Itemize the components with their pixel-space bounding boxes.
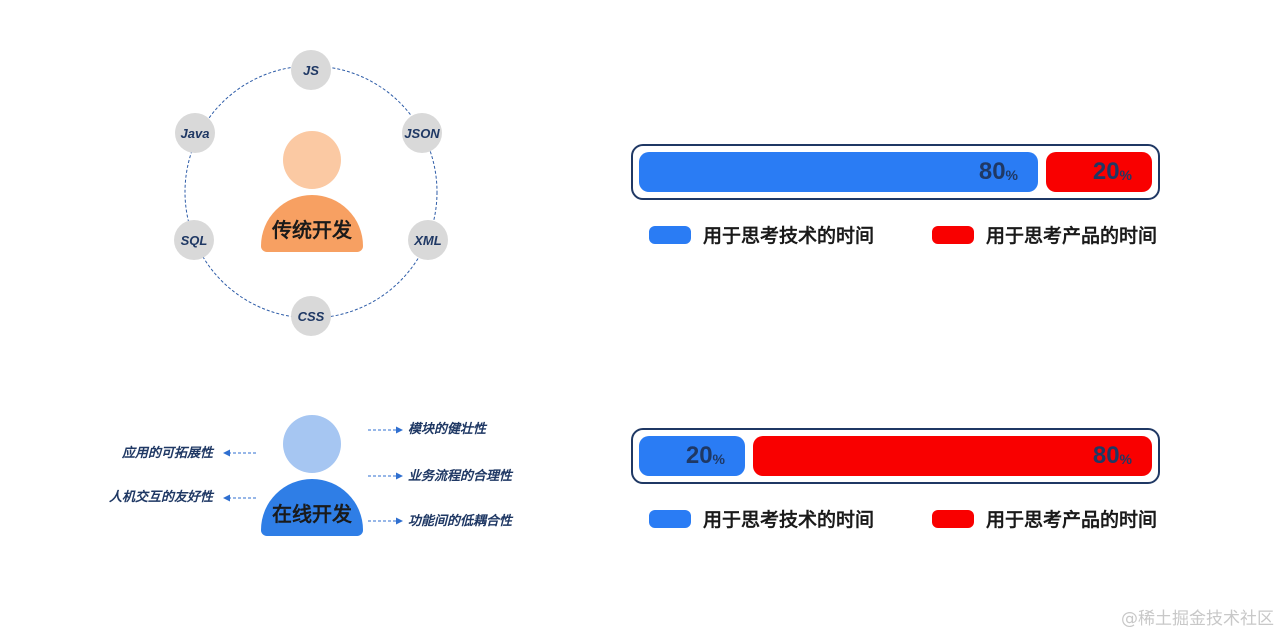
orbit-node-sql: SQL — [174, 220, 214, 260]
watermark: @稀土掘金技术社区 — [1121, 609, 1274, 629]
tech-time-value-top: 80 — [978, 158, 1006, 185]
feature-extensibility: 应用的可拓展性 — [121, 446, 213, 461]
orbit-node-css: CSS — [291, 296, 331, 336]
feature-ux-friendliness: 人机交互的友好性 — [108, 490, 213, 505]
traditional-person-head — [283, 131, 341, 189]
legend-product-top: 用于思考产品的时间 — [932, 221, 1157, 248]
legend-tech-swatch — [649, 509, 691, 528]
product-time-value-top: 20 — [1092, 158, 1120, 185]
traditional-dev-label: 传统开发 — [272, 218, 352, 242]
percent-sign: % — [1119, 451, 1132, 467]
legend-product-label: 用于思考产品的时间 — [986, 509, 1158, 531]
legend-product-bottom: 用于思考产品的时间 — [932, 505, 1157, 532]
orbit-node-java: Java — [175, 113, 215, 153]
online-dev-label: 在线开发 — [272, 502, 352, 526]
orbit-node-xml: XML — [408, 220, 448, 260]
legend-tech-label: 用于思考技术的时间 — [703, 225, 875, 247]
tech-time-segment-top: 80% — [639, 152, 1038, 192]
orbit-node-js: JS — [291, 50, 331, 90]
product-time-value-bottom: 80 — [1092, 442, 1120, 469]
feature-arrows — [223, 426, 403, 525]
online-person-head — [283, 415, 341, 473]
feature-module-robustness: 模块的健壮性 — [408, 422, 487, 437]
product-time-segment-top: 20% — [1046, 152, 1152, 192]
feature-process-rationality: 业务流程的合理性 — [408, 469, 513, 484]
orbit-node-json: JSON — [402, 113, 442, 153]
percent-sign: % — [1005, 167, 1018, 183]
legend-tech-swatch — [649, 225, 691, 244]
legend-tech-bottom: 用于思考技术的时间 — [649, 505, 874, 532]
percent-sign: % — [1119, 167, 1132, 183]
legend-product-label: 用于思考产品的时间 — [986, 225, 1158, 247]
tech-time-segment-bottom: 20% — [639, 436, 745, 476]
percent-sign: % — [712, 451, 725, 467]
legend-tech-top: 用于思考技术的时间 — [649, 221, 874, 248]
legend-product-swatch — [932, 509, 974, 528]
tech-time-value-bottom: 20 — [685, 442, 713, 469]
time-split-bar-bottom: 20% 80% — [631, 428, 1160, 484]
time-split-bar-top: 80% 20% — [631, 144, 1160, 200]
product-time-segment-bottom: 80% — [753, 436, 1152, 476]
feature-low-coupling: 功能间的低耦合性 — [408, 514, 513, 529]
legend-product-swatch — [932, 225, 974, 244]
legend-tech-label: 用于思考技术的时间 — [703, 509, 875, 531]
